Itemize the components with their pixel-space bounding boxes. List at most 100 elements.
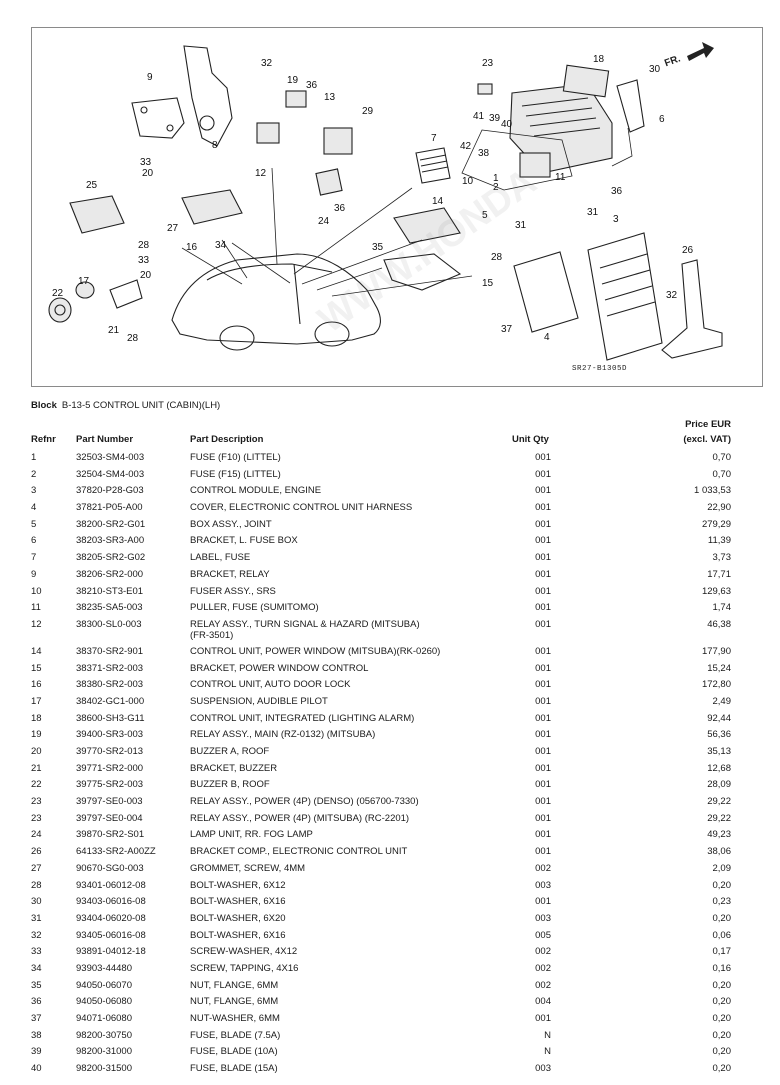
parts-diagram: FR. bbox=[31, 27, 763, 387]
cell-part-number: 38371-SR2-003 bbox=[76, 662, 144, 674]
svg-text:24: 24 bbox=[318, 216, 330, 227]
cell-refnr: 19 bbox=[31, 729, 42, 741]
svg-text:14: 14 bbox=[432, 196, 444, 207]
cell-description: CONTROL UNIT, AUTO DOOR LOCK bbox=[190, 679, 350, 690]
cell-price: 129,63 bbox=[701, 585, 731, 597]
cell-unit-qty: 002 bbox=[535, 962, 551, 974]
cell-price: 0,70 bbox=[712, 468, 732, 480]
cell-description: BOLT-WASHER, 6X20 bbox=[190, 913, 286, 924]
cell-price: 92,44 bbox=[707, 712, 731, 724]
cell-description: RELAY ASSY., POWER (4P) (MITSUBA) (RC-22… bbox=[190, 813, 409, 824]
label-fuse-7 bbox=[415, 147, 451, 184]
bracket-8 bbox=[183, 45, 233, 147]
svg-text:38: 38 bbox=[478, 148, 490, 159]
cell-refnr: 15 bbox=[31, 662, 42, 674]
description-line: BOLT-WASHER, 6X20 bbox=[190, 912, 286, 924]
description-line: BRACKET, L. FUSE BOX bbox=[190, 535, 298, 547]
svg-text:9: 9 bbox=[147, 72, 153, 83]
cell-unit-qty: 002 bbox=[535, 979, 551, 991]
bracket-ecu-26 bbox=[661, 259, 723, 359]
description-line: RELAY ASSY., POWER (4P) (MITSUBA) (RC-22… bbox=[190, 812, 410, 824]
cell-price: 0,20 bbox=[712, 912, 732, 924]
svg-text:16: 16 bbox=[186, 242, 198, 253]
cell-price: 0,23 bbox=[712, 896, 732, 908]
description-line: SCREW-WASHER, 4X12 bbox=[190, 946, 298, 958]
diagram-code: SR27-B1305D bbox=[572, 365, 627, 373]
svg-text:28: 28 bbox=[127, 333, 139, 344]
description-line: BOLT-WASHER, 6X16 bbox=[190, 896, 286, 908]
cell-part-number: 94050-06070 bbox=[76, 979, 132, 991]
cell-unit-qty: 001 bbox=[535, 812, 551, 824]
cell-part-number: 38402-GC1-000 bbox=[76, 695, 145, 707]
cell-unit-qty: 002 bbox=[535, 862, 551, 874]
cell-refnr: 38 bbox=[31, 1029, 42, 1041]
cell-price: 1,74 bbox=[712, 602, 732, 614]
cell-unit-qty: 001 bbox=[535, 762, 551, 774]
description-line: BOLT-WASHER, 6X12 bbox=[190, 879, 286, 891]
svg-text:35: 35 bbox=[372, 242, 384, 253]
cell-part-number: 37820-P28-G03 bbox=[76, 485, 144, 497]
svg-text:32: 32 bbox=[666, 290, 678, 301]
block-label: Block bbox=[31, 400, 57, 411]
svg-text:27: 27 bbox=[167, 223, 179, 234]
description-line: BOLT-WASHER, 6X16 bbox=[190, 929, 286, 941]
cell-price: 0,20 bbox=[712, 1063, 732, 1075]
cell-refnr: 16 bbox=[31, 679, 42, 691]
cell-part-number: 38210-ST3-E01 bbox=[76, 585, 144, 597]
cell-description: BRACKET, BUZZER bbox=[190, 763, 277, 774]
bracket-fuse-box-6 bbox=[616, 79, 645, 133]
description-line: BRACKET COMP., ELECTRONIC CONTROL UNIT bbox=[190, 846, 408, 858]
cell-price: 0,20 bbox=[712, 979, 732, 991]
cell-price: 279,29 bbox=[701, 518, 731, 530]
svg-text:40: 40 bbox=[501, 119, 513, 130]
header-part-number: Part Number bbox=[76, 434, 134, 445]
cell-unit-qty: 001 bbox=[535, 518, 551, 530]
svg-text:30: 30 bbox=[649, 64, 661, 75]
control-module-3 bbox=[587, 232, 663, 361]
cell-description: BUZZER A, ROOF bbox=[190, 746, 269, 757]
cell-unit-qty: 001 bbox=[535, 796, 551, 808]
srs-fuser-10 bbox=[519, 152, 551, 178]
control-unit-16 bbox=[181, 189, 243, 225]
cell-description: NUT, FLANGE, 6MM bbox=[190, 996, 278, 1007]
header-price-line2: (excl. VAT) bbox=[683, 434, 731, 445]
cell-refnr: 18 bbox=[31, 712, 42, 724]
svg-text:2: 2 bbox=[493, 182, 499, 193]
cell-part-number: 38380-SR2-003 bbox=[76, 679, 144, 691]
cell-price: 29,22 bbox=[707, 812, 731, 824]
svg-text:21: 21 bbox=[108, 325, 120, 336]
cell-unit-qty: 001 bbox=[535, 452, 551, 463]
relay-18 bbox=[562, 64, 610, 98]
cell-price: 3,73 bbox=[712, 552, 732, 564]
cell-unit-qty: 001 bbox=[535, 602, 551, 614]
cell-description: BRACKET, L. FUSE BOX bbox=[190, 535, 298, 546]
header-refnr: Refnr bbox=[31, 434, 56, 445]
cell-refnr: 34 bbox=[31, 962, 42, 974]
cell-description: BOLT-WASHER, 6X12 bbox=[190, 880, 286, 891]
cell-refnr: 5 bbox=[31, 518, 37, 530]
cell-description: FUSE (F10) (LITTEL) bbox=[190, 452, 281, 463]
cell-description: BRACKET, RELAY bbox=[190, 569, 270, 580]
cell-part-number: 93403-06016-08 bbox=[76, 896, 146, 908]
cell-price: 0,20 bbox=[712, 1029, 732, 1041]
description-line: BRACKET, BUZZER bbox=[190, 762, 278, 774]
cell-part-number: 37821-P05-A00 bbox=[76, 502, 143, 514]
cell-refnr: 9 bbox=[31, 568, 37, 580]
cell-unit-qty: 001 bbox=[535, 585, 551, 597]
description-line: FUSER ASSY., SRS bbox=[190, 585, 276, 597]
cell-price: 11,39 bbox=[707, 535, 731, 547]
cell-part-number: 38206-SR2-000 bbox=[76, 568, 144, 580]
car-outline bbox=[171, 253, 381, 351]
description-line: RELAY ASSY., TURN SIGNAL & HAZARD (MITSU… bbox=[190, 618, 420, 630]
